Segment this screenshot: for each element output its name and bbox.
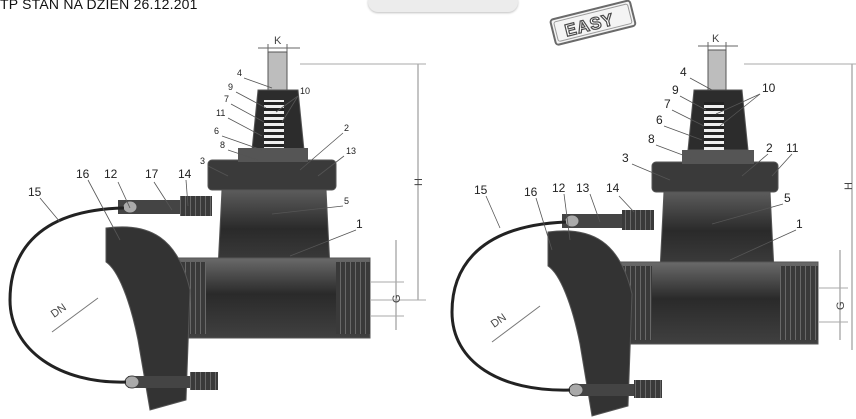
ground-cable-left: [8, 206, 127, 384]
callout-11-left: 11: [216, 108, 225, 118]
dim-dn-label-left: DN: [49, 301, 69, 320]
callout-10-right: 10: [762, 81, 776, 95]
bottom-bolt-ring-right: [568, 383, 584, 397]
callout-leaders-left: [39, 77, 357, 257]
callout-8-right: 8: [648, 132, 655, 146]
header-text: TP STAN NA DZIEN 26.12.201: [0, 0, 198, 12]
callout-leaders-right: [485, 77, 797, 261]
callout-13-right: 13: [576, 181, 590, 195]
bottom-bolt-right: [572, 384, 642, 396]
saddle-clamp-left: [105, 226, 191, 411]
callout-8-left: 8: [220, 140, 225, 150]
dim-dn-line-right: [491, 305, 541, 343]
dim-dn-label-right: DN: [489, 311, 509, 330]
spindle-right: [707, 49, 727, 91]
saddle-clamp-right: [547, 230, 633, 417]
ground-cable-right: [450, 220, 571, 392]
callout-10-left: 10: [300, 86, 310, 96]
callout-5-left: 5: [344, 196, 349, 206]
tap-nipple-left: [180, 196, 212, 216]
dim-k-label-right: K: [712, 33, 720, 45]
spindle-left: [267, 51, 288, 91]
callout-11-right: 11: [786, 141, 799, 155]
callout-5-right: 5: [784, 191, 791, 205]
callout-14-left: 14: [178, 167, 192, 181]
callout-17-left: 17: [145, 167, 159, 181]
header-tab: [368, 0, 518, 12]
callout-16-left: 16: [76, 167, 90, 181]
flange-cap-right: [682, 150, 754, 164]
bottom-bolt-ring-left: [124, 375, 140, 389]
tap-nipple-right: [622, 210, 654, 230]
dim-g-label-right: G: [835, 301, 847, 310]
bottom-bolt-thread-left: [190, 372, 218, 390]
callout-3-right: 3: [622, 151, 629, 165]
spring-left: [264, 100, 284, 150]
callout-1-right: 1: [796, 217, 803, 231]
callout-15-right: 15: [474, 183, 488, 197]
dimension-k-right: K: [698, 33, 738, 50]
dim-h-label-right: H: [843, 182, 855, 190]
top-flange-right: [651, 161, 779, 193]
dim-k-label-left: K: [274, 35, 282, 47]
callout-2-right: 2: [766, 141, 773, 155]
dim-h-label-left: H: [413, 178, 425, 186]
valve-diagram-left: K DN H: [8, 35, 426, 411]
callout-6-left: 6: [214, 126, 219, 136]
pipe-thread-right-left: [336, 262, 370, 334]
callout-6-right: 6: [656, 113, 663, 127]
valve-body-right: [659, 191, 775, 271]
callout-12-left: 12: [104, 167, 118, 181]
callout-1-left: 1: [356, 217, 363, 231]
easy-badge: EASY: [549, 0, 637, 46]
callout-4-left: 4: [237, 68, 242, 78]
callout-4-right: 4: [680, 65, 687, 79]
callout-13-left: 13: [346, 146, 356, 156]
tap-ring-left: [122, 200, 138, 214]
spring-right: [704, 102, 724, 150]
dim-g-label-left: G: [391, 294, 403, 303]
callout-12-right: 12: [552, 181, 566, 195]
flange-cap-left: [238, 148, 308, 162]
callout-16-right: 16: [524, 185, 538, 199]
callout-3-left: 3: [200, 156, 205, 166]
pipe-thread-right-right: [780, 266, 818, 340]
callout-7-right: 7: [664, 97, 671, 111]
bottom-bolt-left: [128, 376, 198, 388]
valve-diagram-right: K DN H G: [450, 33, 856, 417]
callout-14-right: 14: [606, 181, 620, 195]
bottom-bolt-thread-right: [634, 380, 662, 398]
callout-9-left: 9: [228, 82, 233, 92]
callout-7-left: 7: [224, 94, 229, 104]
dimension-k-left: K: [258, 35, 300, 52]
callout-9-right: 9: [672, 83, 679, 97]
tap-arm-right: [562, 214, 632, 228]
dim-dn-line-left: [51, 297, 99, 333]
valve-body-left: [217, 189, 331, 269]
callout-15-left: 15: [28, 185, 42, 199]
top-flange-left: [207, 159, 337, 191]
callout-2-left: 2: [344, 123, 349, 133]
